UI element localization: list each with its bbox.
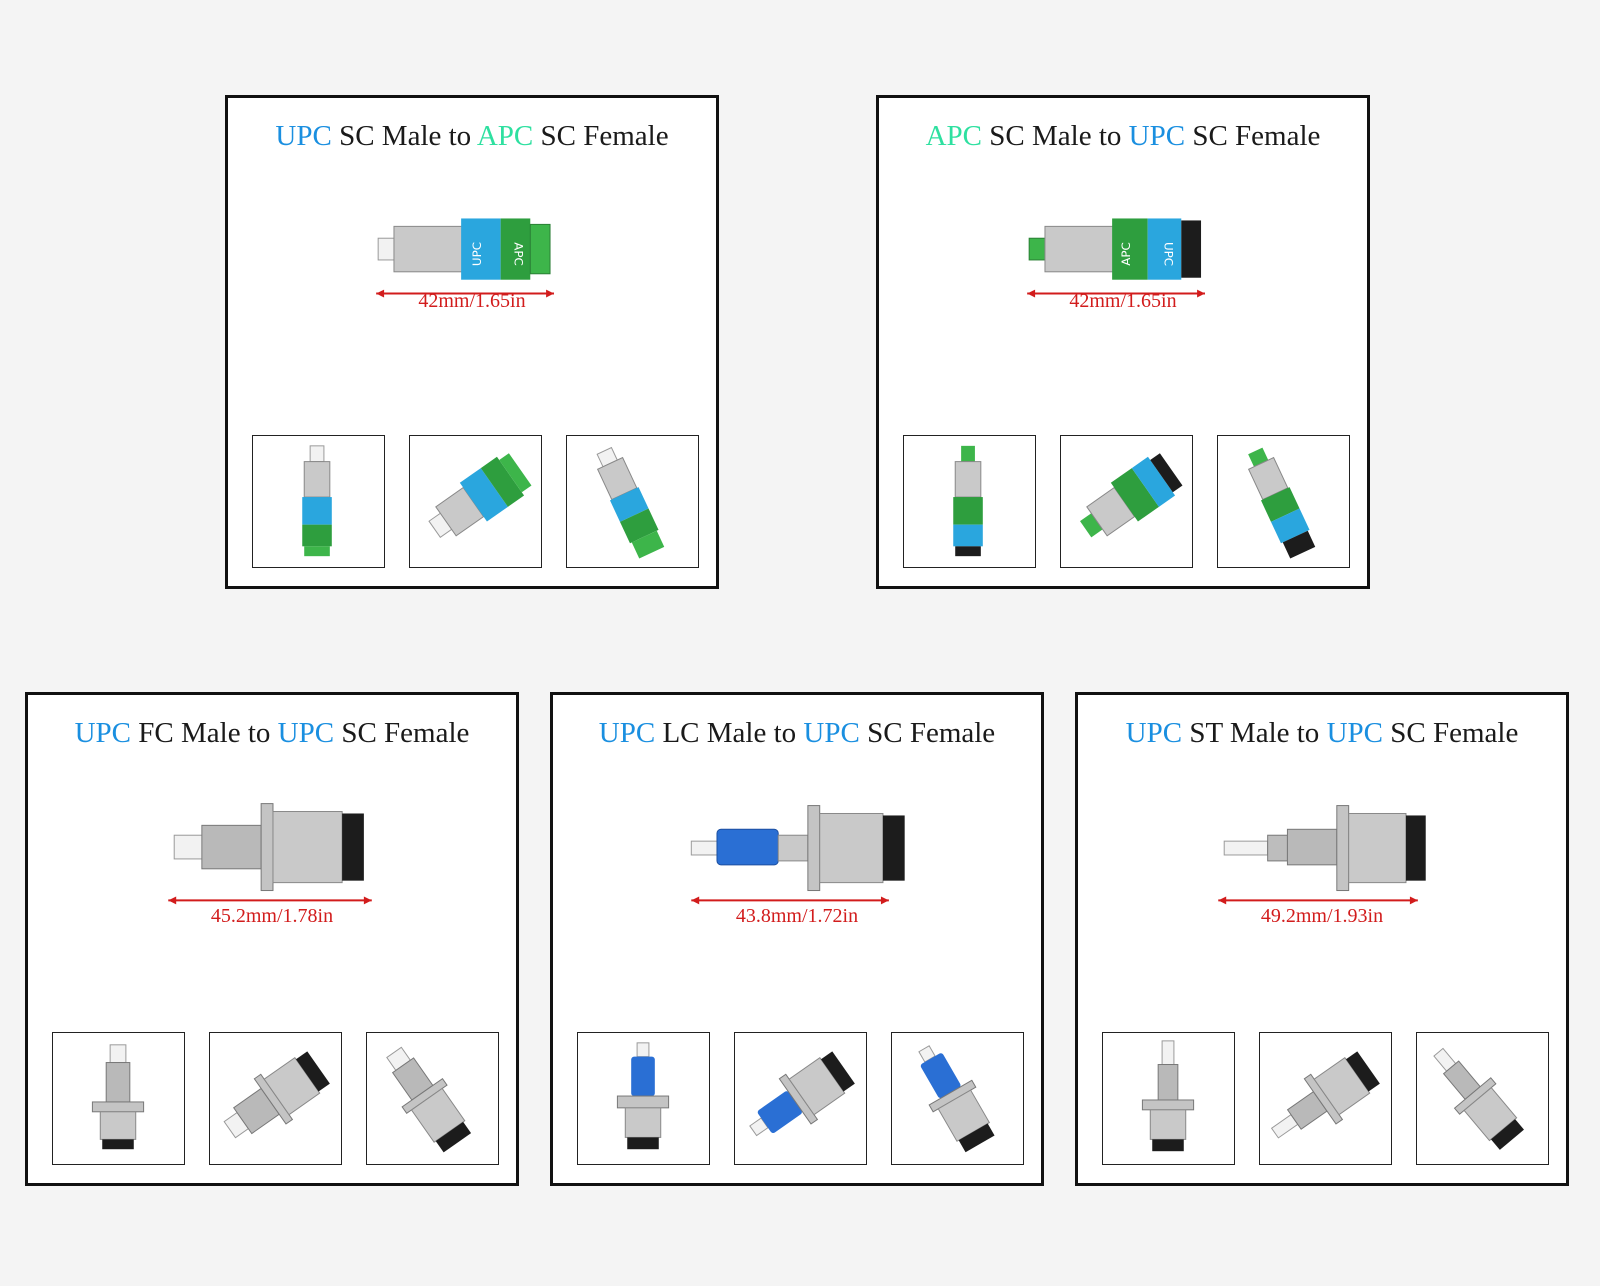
adapter-thumbnail-image (223, 1051, 330, 1139)
thumbnail-2[interactable] (1259, 1032, 1392, 1165)
dimension-label: 42mm/1.65in (418, 290, 526, 312)
lc-to-sc-adapter-image (690, 805, 905, 905)
product-card-upc-st-to-upc-sc: UPC ST Male to UPC SC Female 49.2mm/1.93… (1075, 692, 1569, 1186)
card-title: UPC ST Male to UPC SC Female (1125, 717, 1519, 749)
sc-attenuator-adapter-image: APC UPC (1027, 218, 1205, 298)
adapter-thumbnail-image (1433, 1047, 1524, 1150)
thumbnail-2[interactable] (409, 435, 542, 568)
thumbnail-3[interactable] (366, 1032, 499, 1165)
product-card-upc-sc-to-apc-sc: UPC SC Male to APC SC Female UPC APC 42m… (225, 95, 719, 589)
st-to-sc-adapter-image (1218, 805, 1426, 905)
main-product-image (553, 783, 1041, 923)
adapter-thumbnail-image (1141, 1040, 1195, 1152)
thumbnail-1[interactable] (52, 1032, 185, 1165)
dimension-label: 43.8mm/1.72in (735, 905, 859, 927)
product-card-upc-lc-to-upc-sc: UPC LC Male to UPC SC Female 43.8mm/1.72… (550, 692, 1044, 1186)
thumbnail-3[interactable] (1217, 435, 1350, 568)
thumbnail-1[interactable] (903, 435, 1036, 568)
adapter-thumbnail-image (1270, 1051, 1380, 1139)
dimension-label: 45.2mm/1.78in (210, 905, 334, 927)
thumbnail-2[interactable] (734, 1032, 867, 1165)
adapter-thumbnail-image (1080, 453, 1183, 538)
main-product-image (1078, 783, 1566, 923)
thumbnail-2[interactable] (1060, 435, 1193, 568)
adapter-thumbnail-image (616, 1042, 670, 1150)
fc-to-sc-adapter-image (168, 803, 372, 905)
adapter-thumbnail-image (386, 1046, 472, 1153)
thumbnail-3[interactable] (1416, 1032, 1549, 1165)
thumbnail-1[interactable] (252, 435, 385, 568)
adapter-thumbnail-image (749, 1051, 855, 1137)
svg-text:APC: APC (511, 242, 525, 266)
adapter-thumbnail-image (1247, 447, 1316, 559)
thumbnail-3[interactable] (891, 1032, 1024, 1165)
sc-attenuator-adapter-image: UPC APC (376, 218, 554, 298)
main-product-image (28, 783, 516, 923)
adapter-thumbnail-image (91, 1044, 145, 1150)
adapter-thumbnail-image (596, 446, 665, 559)
dimension-label: 42mm/1.65in (1069, 290, 1177, 312)
card-title: UPC SC Male to APC SC Female (275, 120, 669, 152)
card-title: UPC FC Male to UPC SC Female (74, 717, 470, 749)
adapter-thumbnail-image (918, 1045, 995, 1153)
product-card-upc-fc-to-upc-sc: UPC FC Male to UPC SC Female 45.2mm/1.78… (25, 692, 519, 1186)
main-product-image: UPC APC (228, 186, 716, 326)
svg-text:APC: APC (1119, 242, 1133, 266)
adapter-thumbnail-image (428, 453, 532, 539)
svg-text:UPC: UPC (1161, 242, 1175, 266)
card-title: APC SC Male to UPC SC Female (925, 120, 1321, 152)
adapter-thumbnail-image (953, 445, 983, 557)
svg-text:UPC: UPC (470, 242, 484, 266)
card-title: UPC LC Male to UPC SC Female (598, 717, 996, 749)
adapter-thumbnail-image (302, 445, 332, 557)
thumbnail-2[interactable] (209, 1032, 342, 1165)
thumbnail-1[interactable] (1102, 1032, 1235, 1165)
product-card-apc-sc-to-upc-sc: APC SC Male to UPC SC Female APC UPC 42m… (876, 95, 1370, 589)
main-product-image: APC UPC (879, 186, 1367, 326)
thumbnail-1[interactable] (577, 1032, 710, 1165)
dimension-label: 49.2mm/1.93in (1260, 905, 1384, 927)
thumbnail-3[interactable] (566, 435, 699, 568)
